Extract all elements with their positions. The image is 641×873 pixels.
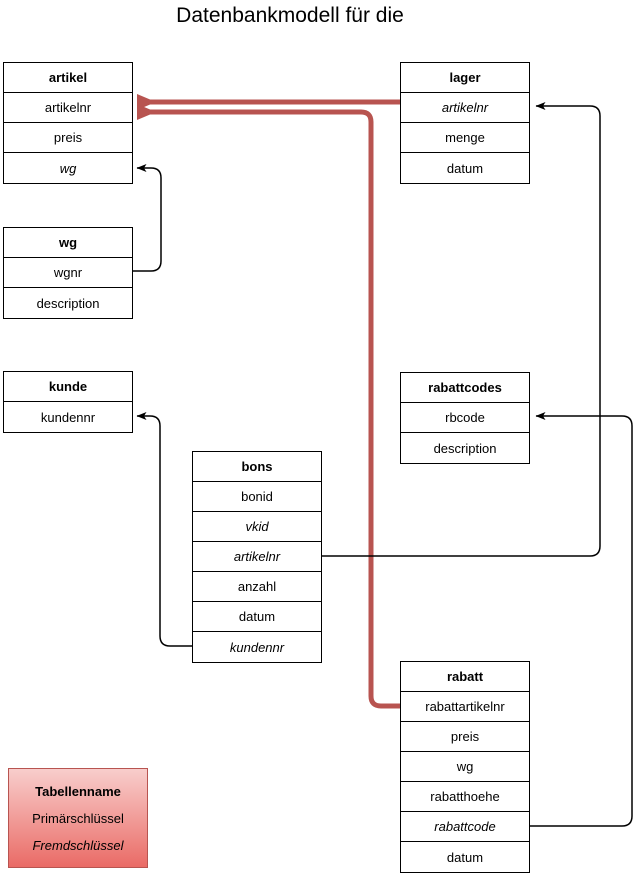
legend-table-name-label: Tabellenname — [35, 783, 121, 799]
table-lager-title: lager — [401, 63, 529, 93]
diagram-title: Datenbankmodell für die — [176, 4, 404, 27]
table-lager-field-datum: datum — [401, 153, 529, 183]
table-lager-field-menge: menge — [401, 123, 529, 153]
connector-bons-kundennr-to-kunde-kundennr — [136, 412, 192, 647]
table-kunde-field-kundennr: kundennr — [4, 402, 132, 432]
legend-primary-key-label: Primärschlüssel — [32, 810, 124, 826]
table-rabatt-title: rabatt — [401, 662, 529, 692]
connector-wg-wgnr-to-artikel-wg — [133, 164, 162, 272]
table-wg-field-description: description — [4, 288, 132, 318]
table-artikel: artikel artikelnr preis wg — [3, 62, 133, 184]
table-bons-field-artikelnr: artikelnr — [193, 542, 321, 572]
table-bons-field-datum: datum — [193, 602, 321, 632]
table-bons-field-bonid: bonid — [193, 482, 321, 512]
connector-rabatt-rabattcode-to-rabattcodes-rbcode — [530, 412, 633, 827]
table-artikel-title: artikel — [4, 63, 132, 93]
table-kunde-title: kunde — [4, 372, 132, 402]
table-rabattcodes-field-description: description — [401, 433, 529, 463]
table-rabatt: rabatt rabattartikelnr preis wg rabattho… — [400, 661, 530, 873]
table-bons-field-vkid: vkid — [193, 512, 321, 542]
table-lager-field-artikelnr: artikelnr — [401, 93, 529, 123]
table-wg: wg wgnr description — [3, 227, 133, 319]
table-bons-field-anzahl: anzahl — [193, 572, 321, 602]
table-rabatt-field-wg: wg — [401, 752, 529, 782]
table-rabattcodes: rabattcodes rbcode description — [400, 372, 530, 464]
table-wg-title: wg — [4, 228, 132, 258]
table-rabattcodes-title: rabattcodes — [401, 373, 529, 403]
table-lager: lager artikelnr menge datum — [400, 62, 530, 184]
legend-foreign-key-label: Fremdschlüssel — [32, 837, 124, 853]
table-rabatt-field-rabattcode: rabattcode — [401, 812, 529, 842]
table-bons-title: bons — [193, 452, 321, 482]
legend-box: Tabellenname Primärschlüssel Fremdschlüs… — [8, 768, 148, 868]
table-rabatt-field-rabatthoehe: rabatthoehe — [401, 782, 529, 812]
table-bons: bons bonid vkid artikelnr anzahl datum k… — [192, 451, 322, 663]
table-kunde: kunde kundennr — [3, 371, 133, 433]
table-bons-field-kundennr: kundennr — [193, 632, 321, 662]
table-artikel-field-wg: wg — [4, 153, 132, 183]
table-rabatt-field-rabattartikelnr: rabattartikelnr — [401, 692, 529, 722]
table-rabatt-field-datum: datum — [401, 842, 529, 872]
table-artikel-field-artikelnr: artikelnr — [4, 93, 132, 123]
table-rabatt-field-preis: preis — [401, 722, 529, 752]
table-wg-field-wgnr: wgnr — [4, 258, 132, 288]
table-artikel-field-preis: preis — [4, 123, 132, 153]
table-rabattcodes-field-rbcode: rbcode — [401, 403, 529, 433]
